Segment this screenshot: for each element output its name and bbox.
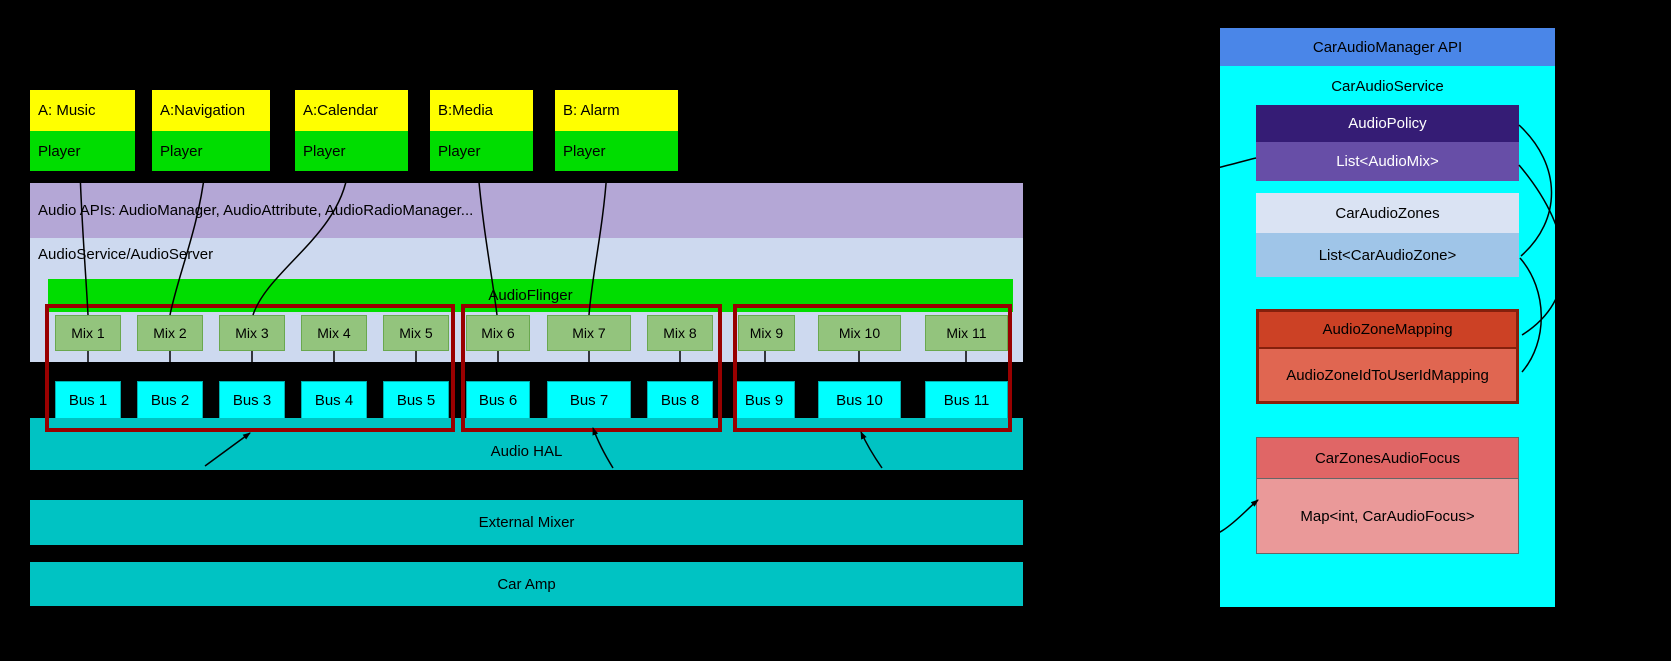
zone-group-rect-3	[733, 304, 1012, 432]
bus-box: Bus 8	[647, 381, 713, 419]
car-audio-zones-box: CarAudioZones List<CarAudioZone>	[1256, 193, 1519, 277]
audio-mix-list-label: List<AudioMix>	[1256, 142, 1519, 181]
mix-box: Mix 9	[738, 315, 795, 351]
app-box: B: Alarm Player	[555, 90, 678, 171]
app-title: B: Alarm	[555, 90, 678, 131]
audio-policy-box: AudioPolicy List<AudioMix>	[1256, 105, 1519, 181]
mix-box: Mix 10	[818, 315, 901, 351]
app-title: A:Calendar	[295, 90, 408, 131]
audio-zone-mapping-box: AudioZoneMapping AudioZoneIdToUserIdMapp…	[1256, 309, 1519, 404]
app-box: A:Navigation Player	[152, 90, 270, 171]
player-label: Player	[430, 131, 533, 171]
car-audio-focus-map-label: Map<int, CarAudioFocus>	[1257, 479, 1518, 553]
mix-box: Mix 8	[647, 315, 713, 351]
audio-apis-bar: Audio APIs: AudioManager, AudioAttribute…	[30, 183, 1023, 238]
app-box: A:Calendar Player	[295, 90, 408, 171]
app-title: A:Navigation	[152, 90, 270, 131]
zone-group-rect-2	[461, 304, 722, 432]
mix-box: Mix 5	[383, 315, 449, 351]
external-mixer-label: External Mixer	[478, 514, 575, 531]
player-label: Player	[555, 131, 678, 171]
car-zones-audio-focus-title: CarZonesAudioFocus	[1257, 438, 1518, 479]
car-zones-audio-focus-box: CarZonesAudioFocus Map<int, CarAudioFocu…	[1256, 437, 1519, 554]
player-label: Player	[152, 131, 270, 171]
audio-zone-id-mapping-label: AudioZoneIdToUserIdMapping	[1259, 349, 1516, 401]
mix-box: Mix 6	[466, 315, 530, 351]
mix-box: Mix 4	[301, 315, 367, 351]
car-audio-manager-api-label: CarAudioManager API	[1312, 38, 1463, 56]
car-audio-zones-title: CarAudioZones	[1256, 193, 1519, 233]
bus-box: Bus 6	[466, 381, 530, 419]
app-title: A: Music	[30, 90, 135, 131]
bus-box: Bus 2	[137, 381, 203, 419]
audio-hal-bar: Audio HAL	[30, 418, 1023, 470]
mix-box: Mix 7	[547, 315, 631, 351]
bus-box: Bus 10	[818, 381, 901, 419]
car-amp-label: Car Amp	[497, 575, 556, 593]
app-title: B:Media	[430, 90, 533, 131]
car-audio-manager-api-header: CarAudioManager API	[1220, 28, 1555, 66]
car-audio-service-label: CarAudioService	[1331, 78, 1444, 95]
player-label: Player	[295, 131, 408, 171]
audio-service-label: AudioService/AudioServer	[38, 246, 214, 263]
bus-box: Bus 4	[301, 381, 367, 419]
audio-hal-label: Audio HAL	[490, 443, 563, 460]
mix-box: Mix 2	[137, 315, 203, 351]
audio-apis-label: Audio APIs: AudioManager, AudioAttribute…	[38, 202, 474, 219]
audio-policy-title: AudioPolicy	[1256, 105, 1519, 142]
bus-box: Bus 3	[219, 381, 285, 419]
bus-box: Bus 9	[733, 381, 795, 419]
bus-box: Bus 7	[547, 381, 631, 419]
external-mixer-bar: External Mixer	[30, 500, 1023, 545]
car-audio-zone-list-label: List<CarAudioZone>	[1256, 233, 1519, 277]
zone-group-rect-1	[45, 304, 455, 432]
app-box: A: Music Player	[30, 90, 135, 171]
player-label: Player	[30, 131, 135, 171]
car-amp-bar: Car Amp	[30, 562, 1023, 606]
mix-box: Mix 1	[55, 315, 121, 351]
bus-box: Bus 11	[925, 381, 1008, 419]
mix-box: Mix 3	[219, 315, 285, 351]
audio-zone-mapping-title: AudioZoneMapping	[1259, 312, 1516, 349]
app-box: B:Media Player	[430, 90, 533, 171]
mix-box: Mix 11	[925, 315, 1008, 351]
